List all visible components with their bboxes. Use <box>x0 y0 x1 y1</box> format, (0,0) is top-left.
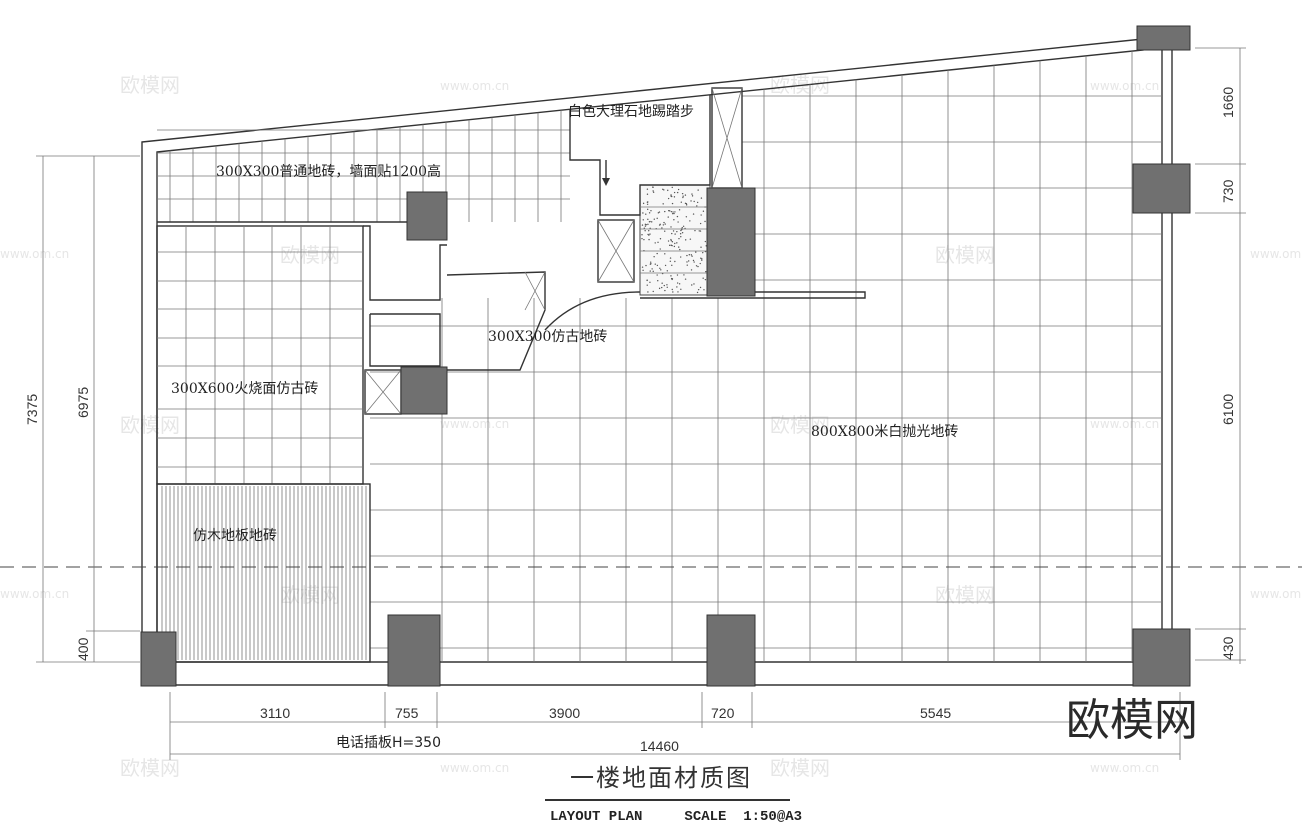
columns <box>140 25 1191 687</box>
room-labels: 300X300普通地砖，墙面贴1200高 白色大理石地踢踏步 300X300仿古… <box>171 103 958 544</box>
phone-board-note: 电话插板H=350 <box>336 735 441 751</box>
dim-total: 14460 <box>640 738 679 754</box>
column <box>706 187 756 297</box>
bottom-dimensions: 3110 755 3900 720 5545 14460 电话插板H=350 <box>169 692 1181 760</box>
watermark-url: www.om.cn <box>1090 761 1159 775</box>
room-label-wood: 仿木地板地砖 <box>193 528 277 544</box>
watermark: 欧模网 <box>120 413 180 437</box>
door-hatch <box>364 369 402 415</box>
corridor-walls <box>363 225 866 371</box>
dim-right: 1660 <box>1220 87 1236 118</box>
brand-logo: 欧模网 <box>1066 695 1198 746</box>
room-label-side: 300X600火烧面仿古砖 <box>171 381 318 397</box>
dim-right: 6100 <box>1220 394 1236 425</box>
watermark-url: www.om.cn <box>440 79 509 93</box>
watermark-url: www.om.cn <box>440 417 509 431</box>
column <box>1132 628 1191 687</box>
room-label-stair: 白色大理石地踢踏步 <box>568 103 694 120</box>
watermark: 欧模网 <box>770 756 830 780</box>
watermark: 欧模网 <box>120 73 180 97</box>
watermark: 欧模网 <box>770 413 830 437</box>
dim-bottom: 3110 <box>260 705 290 721</box>
column <box>1132 163 1191 214</box>
dim-left: 6975 <box>75 387 91 418</box>
watermark: 欧模网 <box>935 243 995 267</box>
column <box>387 614 441 687</box>
drawing-title: 一楼地面材质图 <box>570 764 752 792</box>
watermark-url: www.om.cn <box>1090 417 1159 431</box>
drawing-subtitle: LAYOUT PLAN SCALE 1:50@A3 <box>550 809 802 825</box>
watermark-url: www.om.cn <box>440 761 509 775</box>
dim-left: 7375 <box>24 394 40 425</box>
dim-bottom: 5545 <box>920 705 951 721</box>
watermark: 欧模网 <box>280 243 340 267</box>
room-label-corridor: 300X300仿古地砖 <box>488 329 607 345</box>
main-hall-tiles <box>370 51 1162 662</box>
room-label-main: 800X800米白抛光地砖 <box>811 424 958 440</box>
watermark-url: www.om.cn <box>0 247 69 261</box>
dim-bottom: 720 <box>711 705 735 721</box>
watermark-url: www.om.cn <box>0 587 69 601</box>
column <box>400 366 448 415</box>
column <box>1136 25 1191 51</box>
watermarks: 欧模网 www.om.cn 欧模网 www.om.cn www.om.cn 欧模… <box>0 73 1302 780</box>
dim-left: 400 <box>75 637 91 661</box>
kitchen-tiles <box>157 110 570 223</box>
watermark: 欧模网 <box>935 583 995 607</box>
dim-right: 430 <box>1220 636 1236 660</box>
left-dimensions: 7375 6975 400 <box>24 155 140 663</box>
title-block: 一楼地面材质图 LAYOUT PLAN SCALE 1:50@A3 <box>545 764 802 825</box>
watermark: 欧模网 <box>120 756 180 780</box>
room-label-kitchen: 300X300普通地砖，墙面贴1200高 <box>216 163 441 180</box>
watermark-url: www.om.cn <box>1250 587 1302 601</box>
right-dimensions: 1660 730 6100 430 <box>1195 47 1246 664</box>
watermark-url: www.om.cn <box>1250 247 1302 261</box>
wood-room <box>156 483 371 663</box>
dim-bottom: 3900 <box>549 705 580 721</box>
column <box>406 191 448 241</box>
dim-right: 730 <box>1220 179 1236 203</box>
column <box>706 614 756 687</box>
watermark-url: www.om.cn <box>1090 79 1159 93</box>
column <box>140 631 177 687</box>
dim-bottom: 755 <box>395 705 419 721</box>
